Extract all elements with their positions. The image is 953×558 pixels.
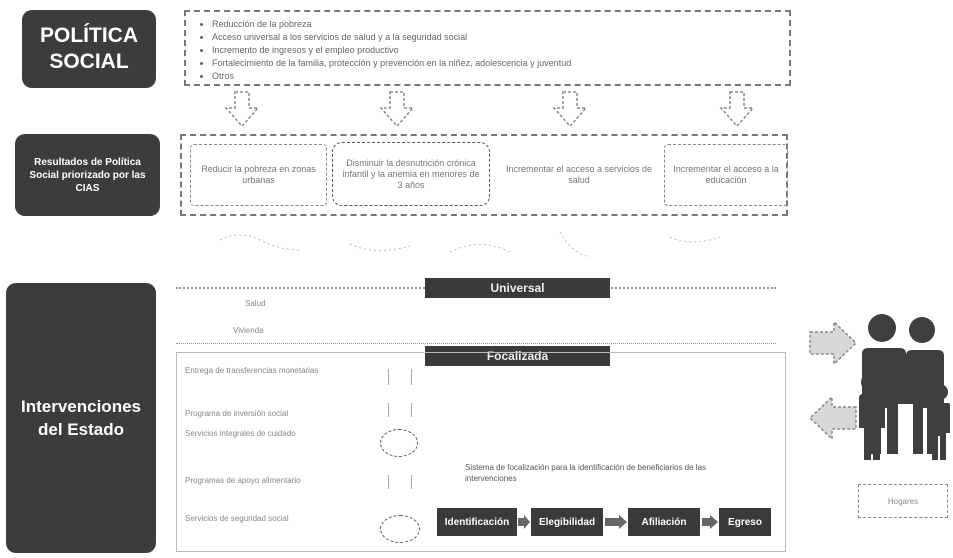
arrow-right-icon <box>702 515 718 529</box>
marker-ellipse <box>380 515 420 543</box>
step-identificacion: Identificación <box>437 508 517 536</box>
connector-marks <box>219 231 721 258</box>
intervenciones-box: Intervenciones del Estado <box>6 283 156 553</box>
arrow-right-icon <box>809 320 858 366</box>
result-item: Incrementar el acceso a la educación <box>664 144 788 206</box>
universal-item: Vivienda <box>233 326 264 335</box>
program-item: Programa de inversión social <box>185 409 289 418</box>
marker <box>388 403 412 417</box>
down-arrows <box>224 91 755 128</box>
family-caption-box: Hogares <box>858 484 948 518</box>
step-egreso: Egreso <box>719 508 771 536</box>
focalizada-area <box>176 352 786 552</box>
universal-label: Universal <box>490 281 545 295</box>
universal-item: Salud <box>245 299 266 308</box>
intervenciones-label: Intervenciones del Estado <box>21 397 141 439</box>
program-item: Entrega de transferencias monetarias <box>185 366 319 375</box>
arrow-left-icon <box>808 395 857 441</box>
family-icon <box>859 314 950 460</box>
politica-title-line2: SOCIAL <box>49 50 129 73</box>
arrow-right-icon <box>518 515 530 529</box>
program-item: Programas de apoyo alimentario <box>185 476 301 485</box>
policy-item: Incremento de ingresos y el empleo produ… <box>212 44 781 57</box>
marker-ellipse <box>380 429 418 457</box>
marker <box>388 475 412 489</box>
middle-text: Sistema de focalización para la identifi… <box>465 463 707 483</box>
result-item: Incrementar el acceso a servicios de sal… <box>505 164 653 185</box>
result-item: Disminuir la desnutrición crónica infant… <box>332 142 490 206</box>
universal-bar: Universal <box>425 278 610 298</box>
policy-item: Otros <box>212 70 781 83</box>
policy-item: Fortalecimiento de la familia, protecció… <box>212 57 781 70</box>
family-caption: Hogares <box>887 496 919 506</box>
step-elegibilidad: Elegibilidad <box>531 508 603 536</box>
marker-column <box>380 365 420 550</box>
resultados-label: Resultados de Política Social priorizado… <box>29 156 146 194</box>
universal-bottom-line <box>176 343 776 344</box>
policy-list-box: Reducción de la pobreza Acceso universal… <box>184 10 791 86</box>
resultados-box: Resultados de Política Social priorizado… <box>15 134 160 216</box>
politica-title-line1: POLÍTICA <box>40 24 138 47</box>
marker <box>388 369 412 385</box>
arrow-right-icon <box>605 515 627 529</box>
policy-item: Acceso universal a los servicios de salu… <box>212 31 781 44</box>
policy-list: Reducción de la pobreza Acceso universal… <box>194 18 781 83</box>
program-item: Servicios de seguridad social <box>185 514 289 523</box>
step-afiliacion: Afiliación <box>628 508 700 536</box>
program-item: Servicios integrales de cuidado <box>185 429 296 438</box>
results-box: Reducir la pobreza en zonas urbanas Dism… <box>180 134 788 216</box>
policy-item: Reducción de la pobreza <box>212 18 781 31</box>
result-item: Reducir la pobreza en zonas urbanas <box>190 144 327 206</box>
politica-social-box: POLÍTICA SOCIAL <box>22 10 156 88</box>
arrow-down-icon <box>224 91 755 128</box>
